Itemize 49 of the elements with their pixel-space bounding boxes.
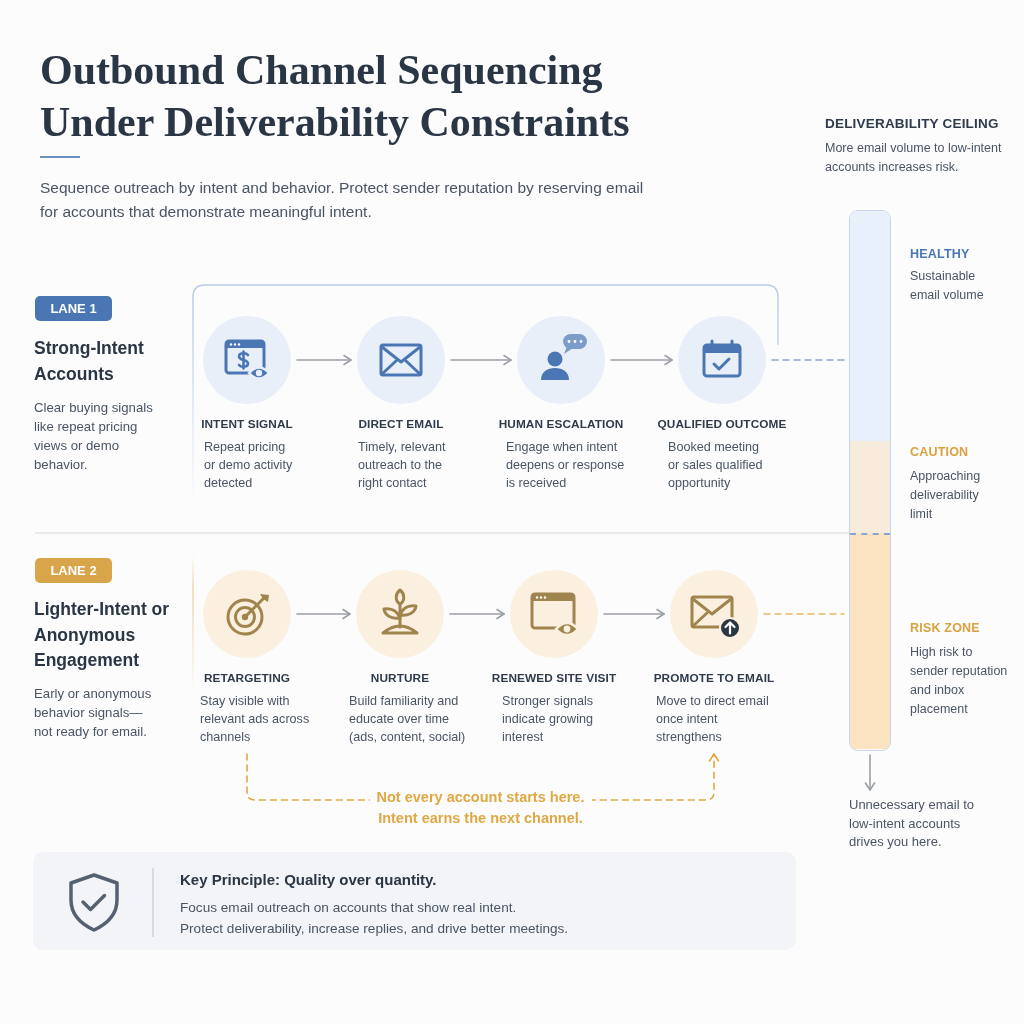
step-description: Booked meeting or sales qualified opportunity	[668, 439, 764, 492]
arrow	[864, 754, 876, 791]
card-text: Protect deliverability, increase replies, and drive better meetings.	[180, 920, 569, 938]
step-description: Engage when intent deepens or response is received	[506, 439, 626, 492]
step-title: QUALIFIED OUTCOME	[657, 416, 787, 432]
gauge-heading: DELIVERABILITY CEILING	[825, 116, 999, 132]
step-description: Timely, relevant outreach to the right contact	[358, 439, 447, 492]
note-text: Unnecessary email to low-intent accounts drives you here.	[849, 796, 975, 851]
arrow	[610, 354, 673, 366]
lane-badge: LANE 2	[35, 558, 112, 583]
step-title: NURTURE	[370, 670, 430, 686]
card-heading: Key Principle: Quality over quantity.	[180, 870, 437, 890]
step-title: INTENT SIGNAL	[201, 416, 293, 432]
step-description: Move to direct email once intent strengthens	[656, 693, 770, 746]
principle-card	[33, 852, 796, 950]
arrow	[603, 608, 665, 620]
gauge-segment	[850, 533, 890, 749]
step-title: DIRECT EMAIL	[358, 416, 444, 432]
arrow	[296, 354, 352, 366]
arrow	[296, 608, 351, 620]
lane-heading: Strong-Intent Accounts	[34, 337, 145, 386]
zone-description: High risk to sender reputation and inbox placement	[910, 644, 1009, 718]
subtitle: Sequence outreach by intent and behavior. Protect sender reputation by reserving email for accounts that demonstrate meaningful intent.	[40, 178, 645, 222]
zone-description: Sustainable email volume	[910, 268, 985, 304]
gauge-segment	[850, 441, 890, 533]
step-title: HUMAN ESCALATION	[498, 416, 624, 432]
lane-badge: LANE 1	[35, 296, 112, 321]
step-description: Stronger signals indicate growing interest	[502, 693, 594, 746]
step-title: RETARGETING	[203, 670, 291, 686]
lane-heading: Lighter-Intent or Anonymous Engagement	[34, 598, 171, 672]
step-description: Stay visible with relevant ads across channels	[200, 693, 311, 746]
zone-label: RISK ZONE	[910, 621, 980, 636]
step-description: Repeat pricing or demo activity detected	[204, 439, 294, 492]
gauge-segment	[850, 211, 890, 441]
step-title: RENEWED SITE VISIT	[491, 670, 617, 686]
dashed-line	[771, 359, 845, 361]
lane-description: Clear buying signals like repeat pricing views or demo behavior.	[34, 399, 154, 474]
step-title: PROMOTE TO EMAIL	[653, 670, 775, 686]
page-title: Outbound Channel Sequencing Under Deliverability Constraints	[40, 46, 631, 147]
step-description: Build familiarity and educate over time (ads, content, social)	[349, 693, 467, 746]
zone-label: HEALTHY	[910, 247, 970, 262]
zone-label: CAUTION	[910, 445, 969, 460]
card-text: Focus email outreach on accounts that show real intent.	[180, 899, 517, 917]
arrow	[450, 354, 512, 366]
lane-description: Early or anonymous behavior signals—not ready for email.	[34, 685, 153, 741]
dashed-line	[763, 613, 845, 615]
zone-description: Approaching deliverability limit	[910, 468, 982, 523]
arrow	[449, 608, 505, 620]
gauge-description: More email volume to low-intent accounts increases risk.	[825, 140, 1003, 176]
